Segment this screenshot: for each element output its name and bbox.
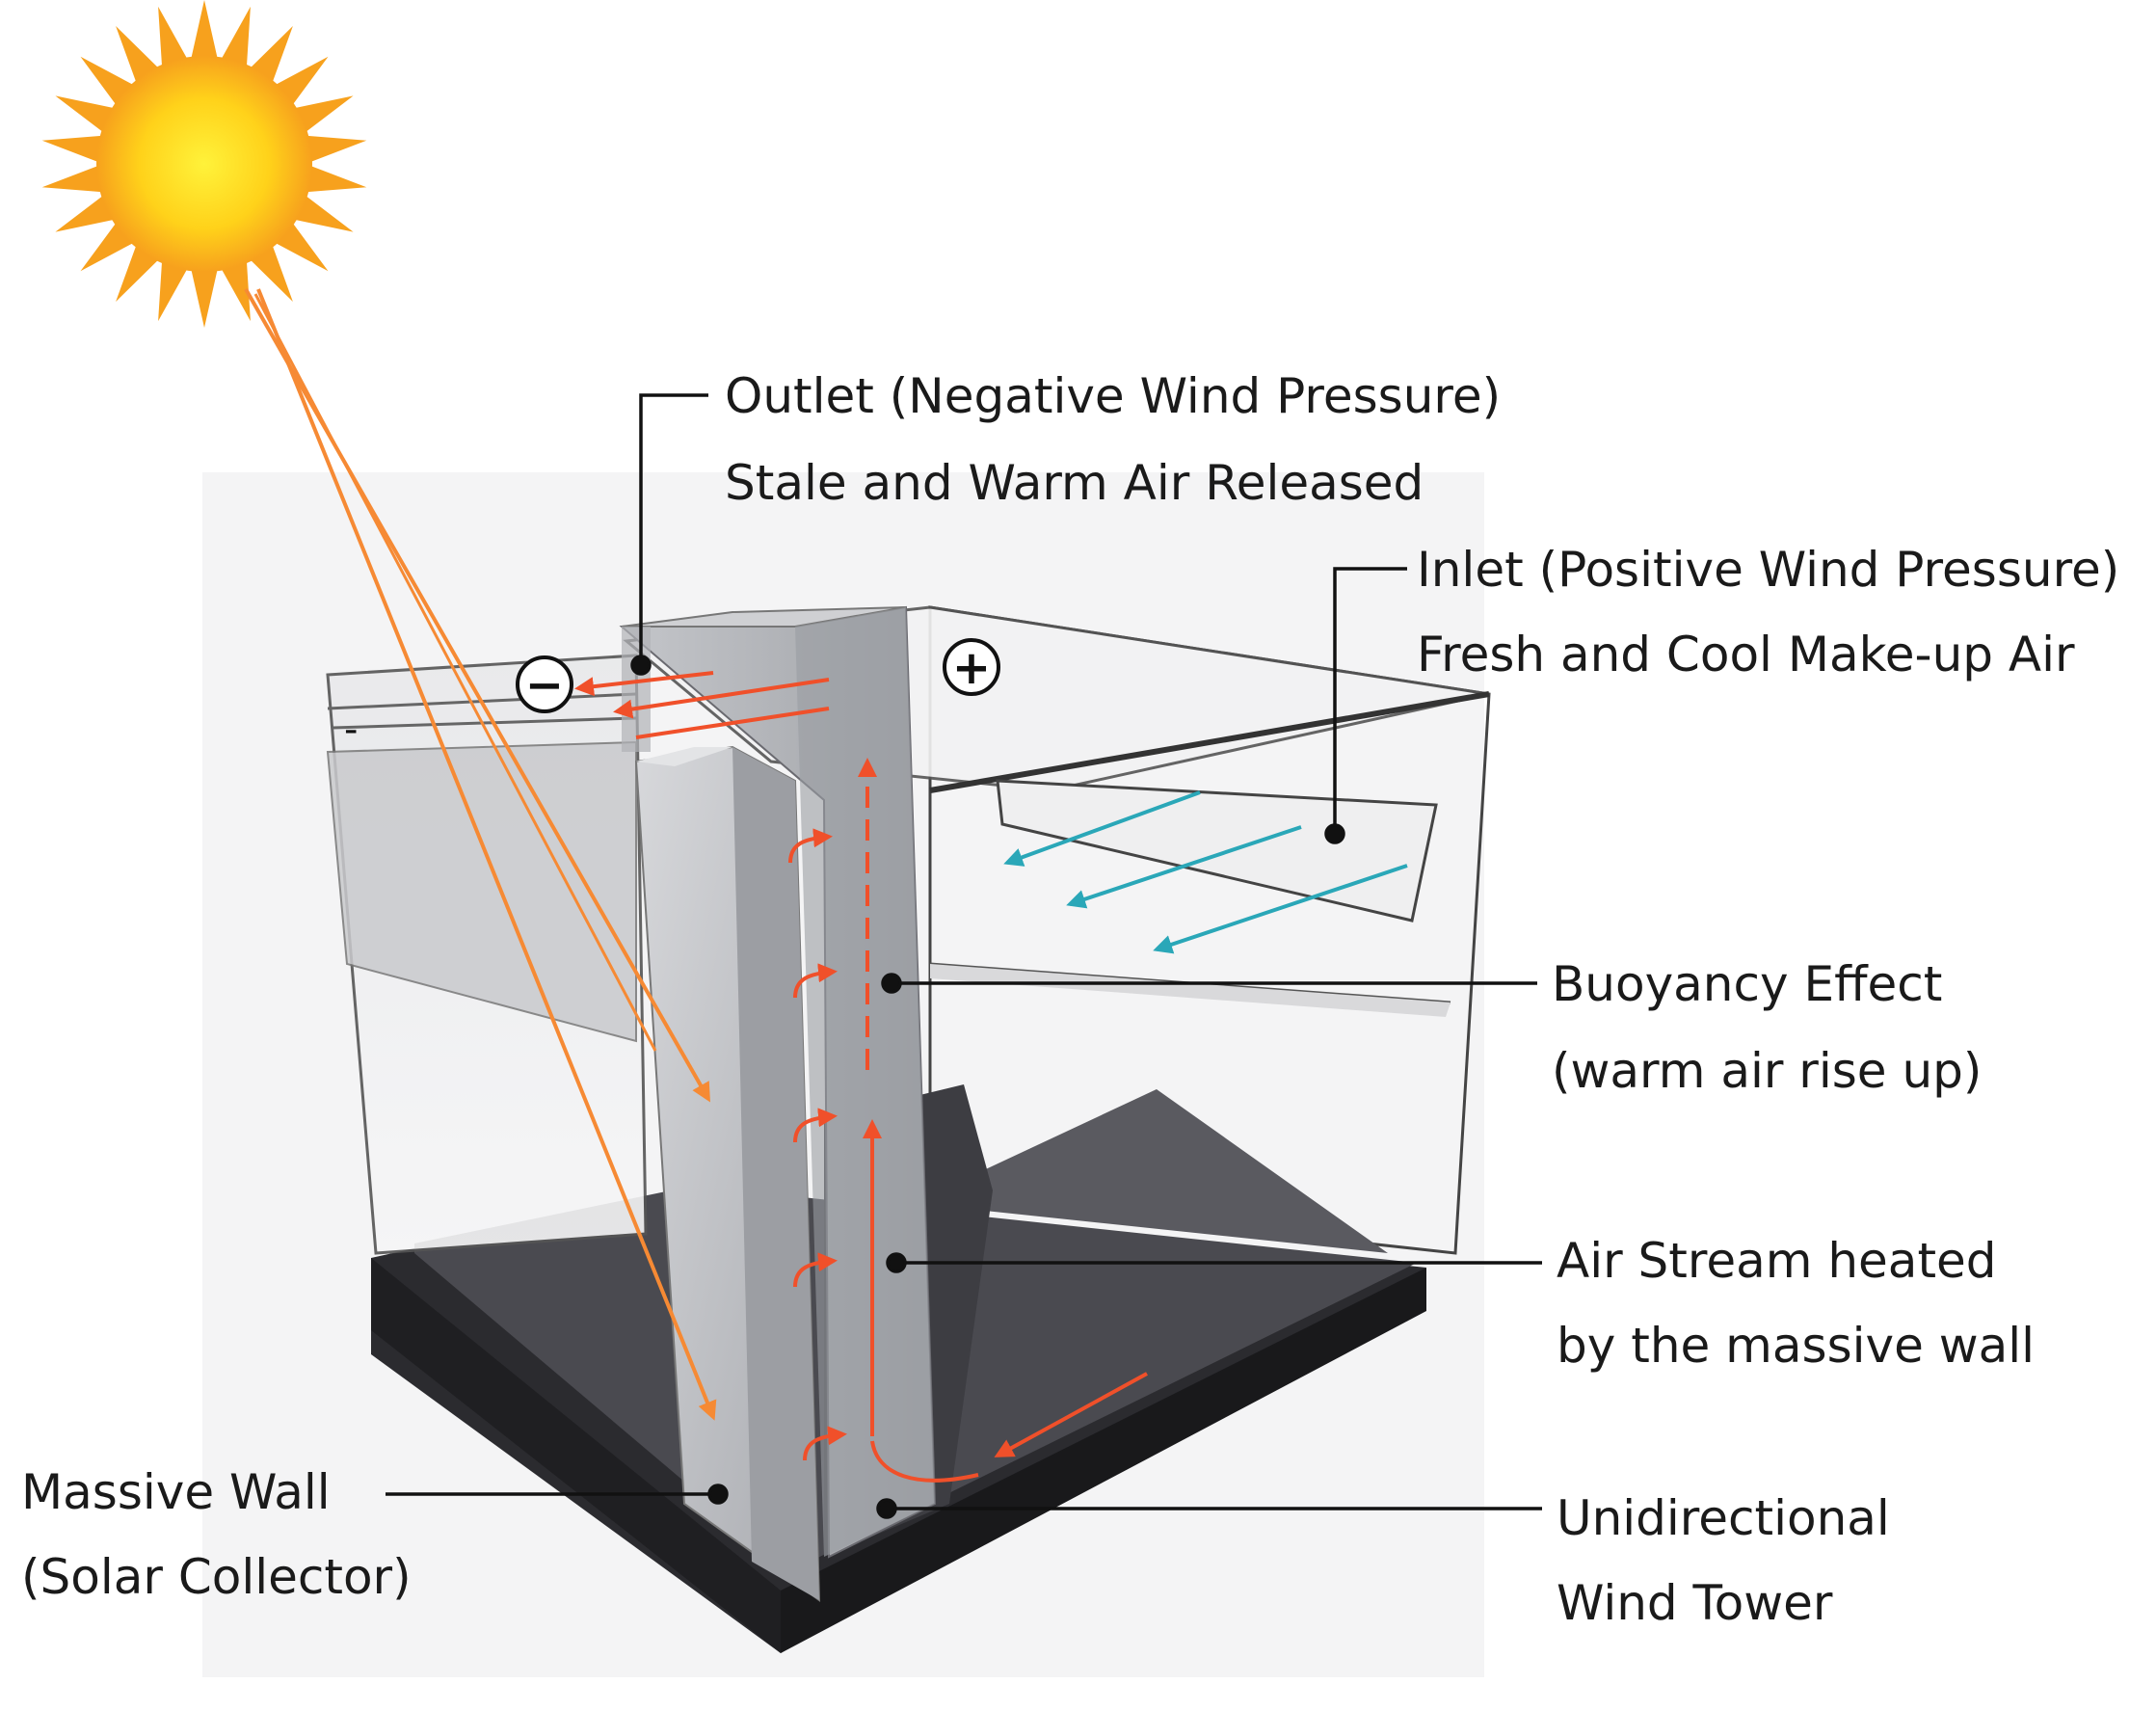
left-upper-band (326, 740, 637, 1043)
svg-text:Buoyancy Effect: Buoyancy Effect (1552, 956, 1942, 1012)
svg-text:Unidirectional: Unidirectional (1557, 1490, 1890, 1546)
svg-text:(warm air rise up): (warm air rise up) (1552, 1043, 1982, 1099)
base-slab-side (371, 1258, 781, 1653)
svg-text:Wind Tower: Wind Tower (1557, 1575, 1833, 1631)
mid-floor-plate (930, 964, 1451, 1017)
leader-lines (386, 393, 1542, 1519)
building (326, 605, 1491, 1653)
inlet-opening (996, 779, 1438, 922)
inlet-airflow-arrows (1003, 790, 1408, 954)
svg-text:by the massive wall: by the massive wall (1557, 1318, 2035, 1374)
label-massive-wall: Massive Wall (Solar Collector) (21, 1464, 412, 1605)
svg-text:Inlet (Positive Wind Pressure): Inlet (Positive Wind Pressure) (1417, 542, 2119, 598)
svg-text:Outlet (Negative Wind Pressure: Outlet (Negative Wind Pressure) (725, 368, 1501, 424)
svg-text:Fresh and Cool Make-up Air: Fresh and Cool Make-up Air (1417, 627, 2075, 682)
svg-text:Massive Wall: Massive Wall (21, 1464, 331, 1520)
massive-wall-side (732, 747, 819, 1600)
label-wind-tower: Unidirectional Wind Tower (1557, 1490, 1890, 1631)
label-outlet: Outlet (Negative Wind Pressure) Stale an… (725, 368, 1501, 511)
solar-rays (244, 288, 717, 1421)
label-inlet: Inlet (Positive Wind Pressure) Fresh and… (1417, 542, 2119, 682)
heated-airstream-arrows (788, 828, 1148, 1483)
svg-text:Air Stream heated: Air Stream heated (1557, 1233, 1997, 1289)
sun-icon (41, 0, 367, 328)
label-air-stream: Air Stream heated by the massive wall (1557, 1233, 2035, 1374)
base-slab-front (781, 1268, 1426, 1653)
outlet-airflow-arrows (574, 671, 830, 739)
svg-text:Stale and Warm Air Released: Stale and Warm Air Released (725, 455, 1424, 511)
massive-wall-top (636, 747, 732, 766)
minus-mark: - (344, 708, 358, 752)
svg-text:(Solar Collector): (Solar Collector) (21, 1549, 412, 1605)
svg-text:+: + (952, 641, 991, 695)
negative-pressure-symbol: − (516, 655, 573, 713)
dark-back-panel (930, 1089, 1388, 1253)
label-buoyancy-effect: Buoyancy Effect (warm air rise up) (1552, 956, 1982, 1099)
positive-pressure-symbol: + (943, 638, 1000, 696)
svg-text:−: − (525, 658, 564, 712)
